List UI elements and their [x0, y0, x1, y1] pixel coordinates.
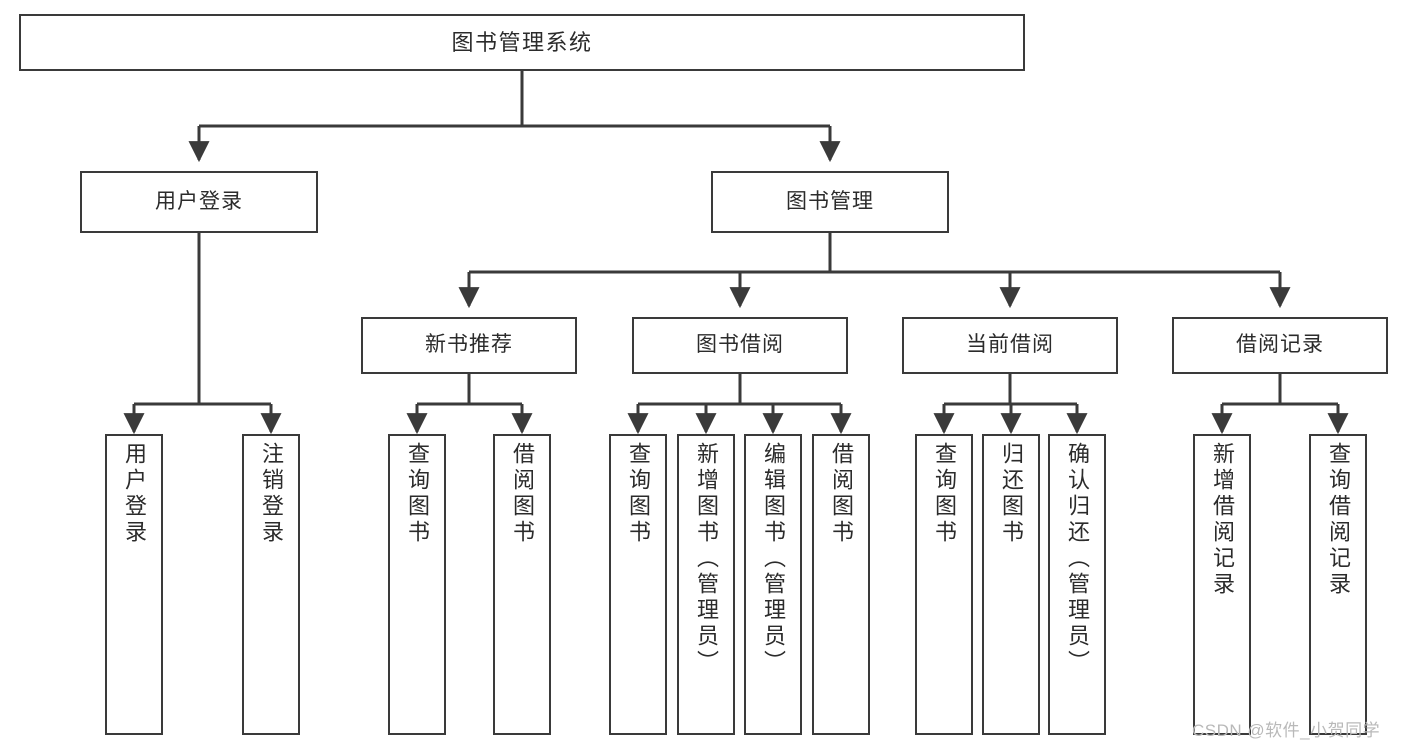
leaf-add-record[interactable]: 新增借阅记录	[1193, 434, 1251, 735]
leaf-return-book[interactable]: 归还图书	[982, 434, 1040, 735]
leaf-user-login[interactable]: 用户登录	[105, 434, 163, 735]
node-user-login[interactable]: 用户登录	[80, 171, 318, 233]
leaf-query-record[interactable]: 查询借阅记录	[1309, 434, 1367, 735]
leaf-logout-login[interactable]: 注销登录	[242, 434, 300, 735]
leaf-query-book-3[interactable]: 查询图书	[915, 434, 973, 735]
watermark: CSDN @软件_小贺同学	[1192, 721, 1381, 740]
leaf-add-book[interactable]: 新增图书（管理员）	[677, 434, 735, 735]
leaf-borrow-book-2[interactable]: 借阅图书	[812, 434, 870, 735]
node-label: 新增图书（管理员）	[694, 442, 719, 676]
node-current-borrow[interactable]: 当前借阅	[902, 317, 1118, 374]
node-borrow-record[interactable]: 借阅记录	[1172, 317, 1388, 374]
node-label: 新增借阅记录	[1210, 442, 1235, 598]
node-label: 当前借阅	[966, 333, 1054, 357]
node-label: 查询图书	[626, 442, 651, 546]
node-label: 借阅图书	[510, 442, 535, 546]
node-label: 图书借阅	[696, 333, 784, 357]
node-label: 注销登录	[259, 442, 284, 546]
leaf-query-book-1[interactable]: 查询图书	[388, 434, 446, 735]
node-label: 查询借阅记录	[1326, 442, 1351, 598]
node-label: 图书管理	[786, 189, 874, 213]
node-label: 查询图书	[405, 442, 430, 546]
leaf-borrow-book-1[interactable]: 借阅图书	[493, 434, 551, 735]
node-label: 图书管理系统	[451, 29, 593, 55]
node-label: 借阅记录	[1236, 333, 1324, 357]
node-label: 用户登录	[122, 442, 147, 546]
node-label: 确认归还（管理员）	[1065, 442, 1090, 676]
node-book-management[interactable]: 图书管理	[711, 171, 949, 233]
node-label: 用户登录	[155, 189, 243, 213]
node-label: 新书推荐	[425, 333, 513, 357]
node-label: 查询图书	[932, 442, 957, 546]
node-label: 编辑图书（管理员）	[761, 442, 786, 676]
node-book-borrow[interactable]: 图书借阅	[632, 317, 848, 374]
leaf-edit-book[interactable]: 编辑图书（管理员）	[744, 434, 802, 735]
node-new-book-recommend[interactable]: 新书推荐	[361, 317, 577, 374]
node-label: 借阅图书	[829, 442, 854, 546]
leaf-query-book-2[interactable]: 查询图书	[609, 434, 667, 735]
node-root-system[interactable]: 图书管理系统	[19, 14, 1025, 71]
node-label: 归还图书	[999, 442, 1024, 546]
leaf-confirm-return[interactable]: 确认归还（管理员）	[1048, 434, 1106, 735]
